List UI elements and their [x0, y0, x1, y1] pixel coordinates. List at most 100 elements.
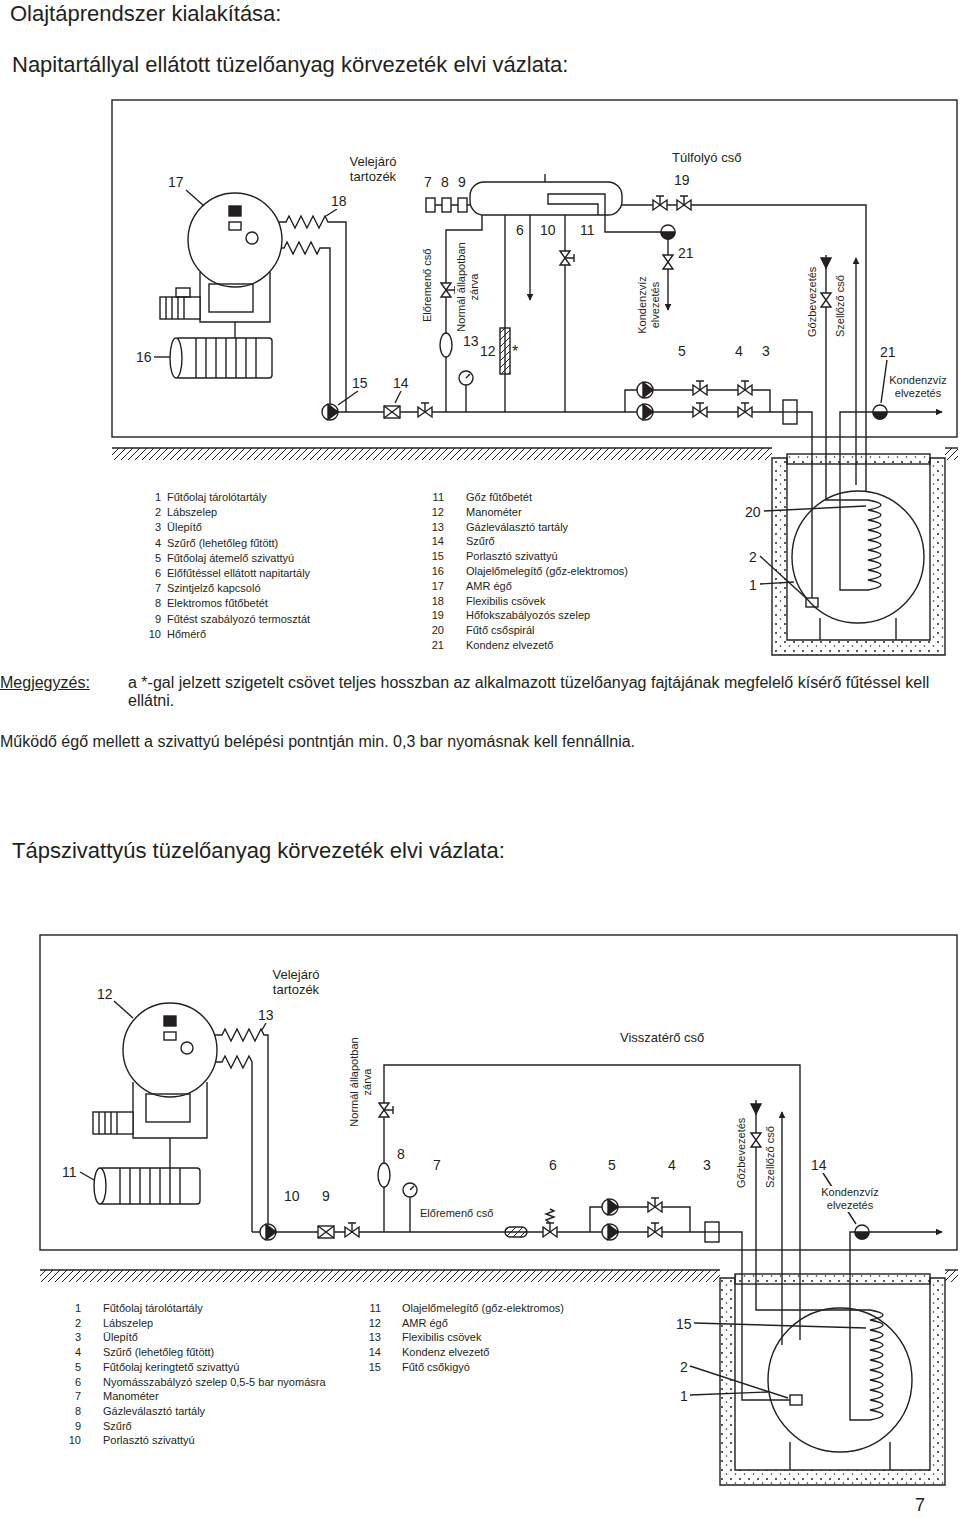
pipe-line [446, 215, 482, 412]
burner [200, 272, 270, 322]
legend-number: 12 [369, 1317, 381, 1330]
pipe-label: Szellőző cső [764, 1126, 777, 1188]
ground-hatch [945, 1270, 958, 1282]
legend-text: Flexibilis csövek [402, 1331, 481, 1344]
callout-number: 10 [284, 1188, 300, 1204]
legend-text: Nyomásszabályzó szelep 0,5-5 bar nyomásr… [103, 1376, 326, 1389]
legend-text: Fűtőolaj átemelő szivattyú [167, 552, 294, 565]
callout-number: 15 [352, 375, 368, 391]
callout-number: 1 [680, 1388, 688, 1404]
day-tank [435, 204, 470, 205]
pipe-line [504, 215, 505, 412]
leader-line [760, 582, 794, 584]
pipe-line [855, 258, 856, 485]
pipe-label: Kondenzvíz elvezetés [636, 273, 662, 337]
fittings [403, 1183, 417, 1197]
note-heading: Megjegyzés: [0, 674, 90, 692]
fittings [322, 196, 887, 607]
legend-number: 8 [155, 597, 161, 610]
legend-text: Gázleválasztó tartály [103, 1405, 205, 1418]
pipe-label: Visszatérő cső [620, 1031, 704, 1046]
pipe-line [751, 1104, 761, 1114]
page-number: 7 [915, 1495, 925, 1516]
day-tank [426, 174, 622, 215]
legend-number: 2 [75, 1317, 81, 1330]
callout-number: 19 [674, 172, 690, 188]
fittings [705, 1231, 719, 1232]
pipe-line [840, 412, 881, 590]
legend-text: Gázleválasztó tartály [466, 521, 568, 534]
fittings [543, 1223, 557, 1237]
callout-number: 13 [258, 1007, 274, 1023]
storage-pit [787, 454, 930, 464]
callout-number: 12 [480, 343, 496, 359]
burner [229, 206, 241, 216]
ground-hatch [40, 1269, 720, 1270]
storage-pit [720, 1274, 945, 1485]
callout-number: 5 [678, 343, 686, 359]
callout-number: 21 [678, 245, 694, 261]
burner [93, 1003, 217, 1138]
callout-number: 7 [424, 174, 432, 190]
legend-text: AMR égő [402, 1317, 448, 1330]
legend-number: 1 [75, 1302, 81, 1315]
day-tank [544, 174, 545, 182]
leader-line [690, 1392, 768, 1395]
flexible-hose [279, 216, 346, 412]
legend-number: 3 [75, 1331, 81, 1344]
legend-number: 3 [155, 521, 161, 534]
burner [160, 297, 200, 319]
fittings [260, 1224, 276, 1240]
fittings [637, 404, 653, 420]
callout-number: 2 [680, 1359, 688, 1375]
fittings [418, 403, 432, 417]
part-label: Velejáró tartozék [273, 968, 320, 998]
pipe-label: Gőzbevezetés [806, 267, 819, 337]
legend-number: 4 [75, 1346, 81, 1359]
legend-text: Hőmérő [167, 628, 206, 641]
legend-text: Fűtő csőspirál [466, 624, 534, 637]
burner [164, 1016, 176, 1026]
day-tank [548, 194, 605, 215]
pipe-line [887, 411, 942, 412]
leader-line [80, 1001, 866, 1398]
fittings [322, 404, 338, 420]
callout-number: 3 [762, 343, 770, 359]
leader-line [154, 356, 170, 357]
pipe-line [338, 412, 812, 600]
pipe-label: Normál állapotban zárva [348, 1032, 374, 1132]
legend-number: 7 [75, 1390, 81, 1403]
burner [188, 193, 282, 287]
callout-number: 21 [880, 344, 896, 360]
callout-number: 9 [458, 174, 466, 190]
day-tank [458, 198, 467, 212]
legend-number: 11 [370, 1302, 381, 1315]
burner [229, 222, 241, 230]
legend-text: Olajelőmelegítő (gőz-elektromos) [466, 565, 628, 578]
burner [181, 1042, 193, 1054]
legend-text: Gőz fűtőbetét [466, 491, 532, 504]
fittings [459, 371, 473, 385]
callout-number: 17 [168, 174, 184, 190]
pipe-label: Szellőző cső [834, 275, 847, 337]
day-tank [426, 198, 435, 212]
legend-text: Szintjelző kapcsoló [167, 582, 261, 595]
oil-preheater [169, 1138, 170, 1168]
flexible-hose [281, 242, 330, 404]
legend-number: 6 [155, 567, 161, 580]
burner [160, 193, 282, 322]
flexible-hose [215, 1056, 252, 1232]
fittings [653, 196, 667, 210]
burner [176, 288, 190, 297]
leader-line [881, 360, 887, 403]
fittings [783, 411, 797, 412]
oil-preheater [100, 1168, 200, 1204]
leader-line [154, 190, 887, 598]
pipe-label: Normál állapotban zárva [455, 237, 481, 337]
legend-text: Ülepítő [167, 521, 202, 534]
legend-number: 11 [433, 491, 444, 504]
burner [209, 284, 253, 312]
leader-line [262, 1023, 266, 1030]
legend-number: 6 [75, 1376, 81, 1389]
fittings [661, 225, 675, 239]
